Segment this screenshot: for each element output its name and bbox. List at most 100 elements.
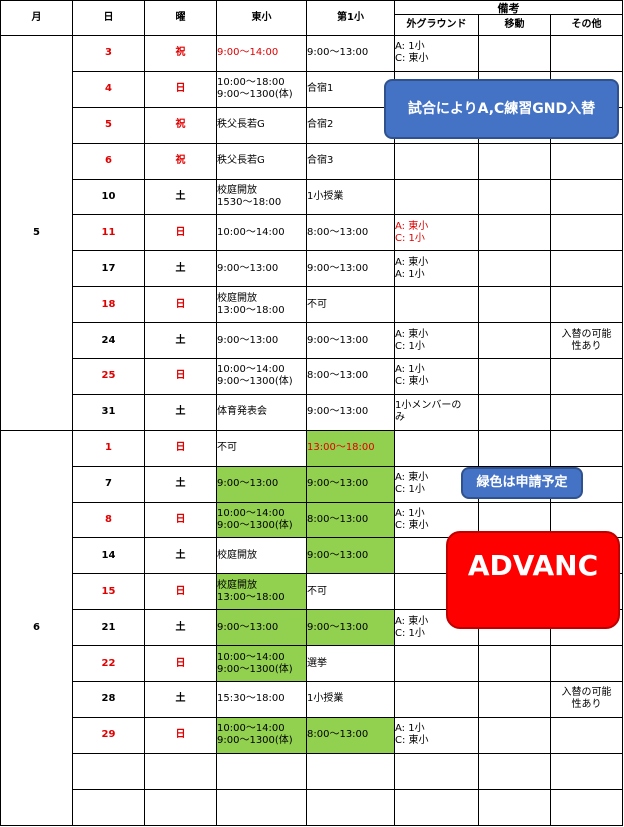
weekday-cell: 日 (144, 214, 217, 252)
weekday-cell: 土 (144, 465, 217, 503)
weekday-cell: 土 (144, 393, 217, 431)
other-cell (549, 358, 624, 395)
move-cell (478, 250, 551, 288)
outside-ground-cell (394, 681, 479, 718)
empty-cell (549, 788, 624, 826)
green-note-callout: 緑色は申請予定 (461, 467, 583, 499)
empty-cell (144, 752, 217, 790)
first-school-cell: 9:00～13:00 (306, 393, 395, 431)
weekday-cell: 土 (144, 609, 217, 647)
other-cell (549, 286, 624, 324)
other-cell (549, 716, 624, 754)
header-other: その他 (549, 14, 624, 36)
day-cell: 22 (72, 645, 145, 683)
first-school-cell: 8:00～13:00 (306, 716, 395, 754)
weekday-cell: 祝 (144, 35, 217, 72)
day-cell: 8 (72, 501, 145, 539)
first-school-cell: 9:00～13:00 (306, 35, 395, 72)
day-cell: 4 (72, 70, 145, 108)
empty-cell (306, 752, 395, 790)
other-cell: 入替の可能性あり (549, 322, 624, 360)
east-school-cell: 9:00～13:00 (216, 465, 307, 503)
east-school-cell: 不可 (216, 429, 307, 467)
day-cell: 10 (72, 178, 145, 216)
east-school-cell: 校庭開放 (216, 537, 307, 575)
empty-cell (306, 788, 395, 826)
east-school-cell: 10:00～14:00 (216, 214, 307, 252)
east-school-cell: 体育発表会 (216, 393, 307, 431)
east-school-cell: 秩父長若G (216, 142, 307, 180)
outside-ground-cell (394, 645, 479, 683)
day-cell: 11 (72, 214, 145, 252)
day-cell: 29 (72, 716, 145, 754)
first-school-cell: 1小授業 (306, 178, 395, 216)
header-outside-ground: 外グラウンド (394, 14, 479, 36)
weekday-cell: 土 (144, 681, 217, 718)
weekday-cell: 祝 (144, 142, 217, 180)
first-school-cell: 9:00～13:00 (306, 537, 395, 575)
outside-ground-cell (394, 178, 479, 216)
weekday-cell: 日 (144, 429, 217, 467)
first-school-cell: 9:00～13:00 (306, 609, 395, 647)
weekday-cell: 日 (144, 573, 217, 611)
east-school-cell: 9:00～14:00 (216, 35, 307, 72)
move-cell (478, 681, 551, 718)
swap-note-callout: 試合によりA,C練習GND入替 (384, 79, 619, 139)
weekday-cell: 祝 (144, 106, 217, 144)
day-cell: 17 (72, 250, 145, 288)
first-school-cell: 不可 (306, 286, 395, 324)
east-school-cell: 9:00～13:00 (216, 609, 307, 647)
outside-ground-cell: 1小メンバーのみ (394, 393, 479, 431)
header-first-school: 第1小 (306, 0, 395, 36)
empty-cell (394, 752, 479, 790)
move-cell (478, 178, 551, 216)
first-school-cell: 8:00～13:00 (306, 501, 395, 539)
day-cell: 18 (72, 286, 145, 324)
advanc-callout: ADVANC (446, 531, 620, 629)
weekday-cell: 日 (144, 358, 217, 395)
first-school-cell: 8:00～13:00 (306, 214, 395, 252)
move-cell (478, 322, 551, 360)
move-cell (478, 286, 551, 324)
empty-cell (72, 752, 145, 790)
east-school-cell: 秩父長若G (216, 106, 307, 144)
empty-row (1, 752, 624, 790)
outside-ground-cell (394, 286, 479, 324)
other-cell (549, 393, 624, 431)
other-cell (549, 142, 624, 180)
day-cell: 1 (72, 429, 145, 467)
empty-cell (478, 752, 551, 790)
first-school-cell: 合宿3 (306, 142, 395, 180)
empty-cell (144, 788, 217, 826)
day-cell: 14 (72, 537, 145, 575)
move-cell (478, 393, 551, 431)
first-school-cell: 選挙 (306, 645, 395, 683)
weekday-cell: 土 (144, 178, 217, 216)
first-school-cell: 不可 (306, 573, 395, 611)
weekday-cell: 日 (144, 70, 217, 108)
header-month: 月 (0, 0, 73, 36)
header-remarks: 備考 (393, 0, 624, 15)
weekday-cell: 日 (144, 716, 217, 754)
outside-ground-cell (394, 142, 479, 180)
move-cell (478, 214, 551, 252)
day-cell: 6 (72, 142, 145, 180)
move-cell (478, 716, 551, 754)
day-cell: 15 (72, 573, 145, 611)
first-school-cell: 9:00～13:00 (306, 322, 395, 360)
